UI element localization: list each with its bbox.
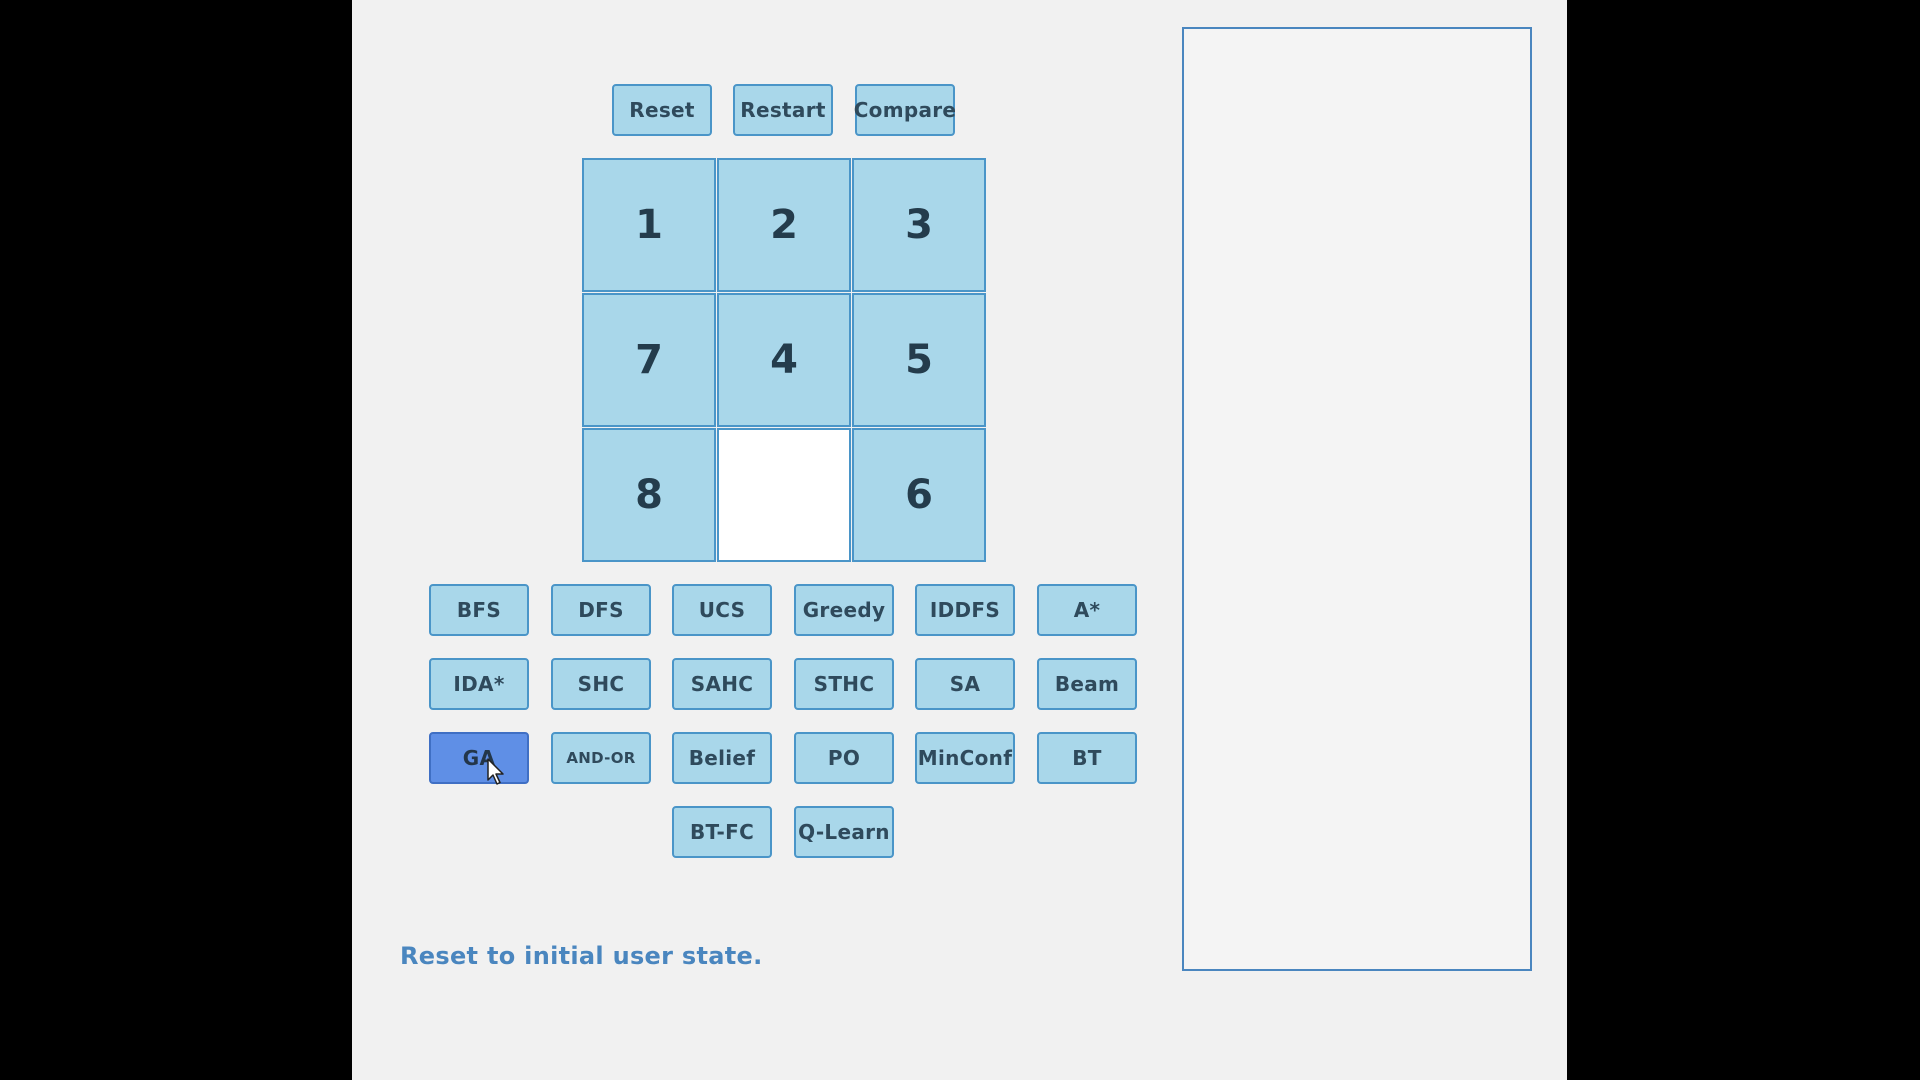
reset-button[interactable]: Reset xyxy=(612,84,712,136)
algo-button-and-or[interactable]: AND-OR xyxy=(551,732,651,784)
algo-button-ucs[interactable]: UCS xyxy=(672,584,772,636)
algo-button-bt[interactable]: BT xyxy=(1037,732,1137,784)
puzzle-tile[interactable]: 6 xyxy=(852,428,986,562)
restart-button[interactable]: Restart xyxy=(733,84,833,136)
algo-button-greedy[interactable]: Greedy xyxy=(794,584,894,636)
puzzle-tile[interactable]: 7 xyxy=(582,293,716,427)
algo-button-po[interactable]: PO xyxy=(794,732,894,784)
algo-button-bt-fc[interactable]: BT-FC xyxy=(672,806,772,858)
algo-button-sahc[interactable]: SAHC xyxy=(672,658,772,710)
algo-button-iddfs[interactable]: IDDFS xyxy=(915,584,1015,636)
puzzle-tile[interactable]: 3 xyxy=(852,158,986,292)
algo-button-idastar[interactable]: IDA* xyxy=(429,658,529,710)
algo-button-sa[interactable]: SA xyxy=(915,658,1015,710)
algo-button-beam[interactable]: Beam xyxy=(1037,658,1137,710)
algo-button-belief[interactable]: Belief xyxy=(672,732,772,784)
algo-button-minconf[interactable]: MinConf xyxy=(915,732,1015,784)
algo-button-dfs[interactable]: DFS xyxy=(551,584,651,636)
puzzle-board: 1 2 3 7 4 5 8 6 xyxy=(582,158,986,562)
algo-button-q-learn[interactable]: Q-Learn xyxy=(794,806,894,858)
puzzle-blank-tile[interactable] xyxy=(717,428,851,562)
puzzle-tile[interactable]: 5 xyxy=(852,293,986,427)
status-message: Reset to initial user state. xyxy=(400,942,763,970)
puzzle-tile[interactable]: 1 xyxy=(582,158,716,292)
algo-button-shc[interactable]: SHC xyxy=(551,658,651,710)
algo-button-bfs[interactable]: BFS xyxy=(429,584,529,636)
puzzle-tile[interactable]: 4 xyxy=(717,293,851,427)
algo-button-ga[interactable]: GA xyxy=(429,732,529,784)
mouse-pointer-icon xyxy=(487,758,504,785)
puzzle-tile[interactable]: 8 xyxy=(582,428,716,562)
compare-button[interactable]: Compare xyxy=(854,84,956,136)
output-panel xyxy=(1182,27,1532,971)
puzzle-tile[interactable]: 2 xyxy=(717,158,851,292)
algo-button-astar[interactable]: A* xyxy=(1037,584,1137,636)
algo-button-sthc[interactable]: STHC xyxy=(794,658,894,710)
